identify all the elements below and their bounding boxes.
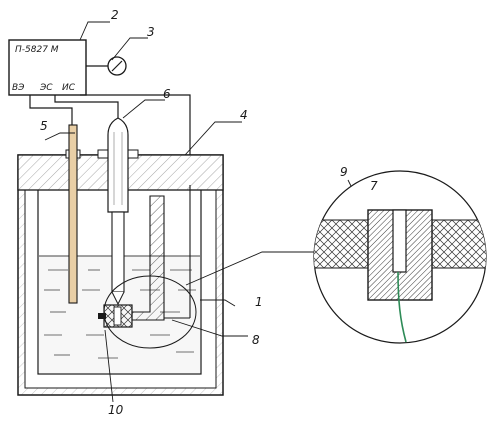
optical-fiber bbox=[397, 271, 407, 343]
label-1: 1 bbox=[255, 295, 263, 309]
label-7: 7 bbox=[370, 179, 378, 193]
detail-callout bbox=[103, 275, 197, 349]
terminal-ve-label: ВЭ bbox=[12, 83, 25, 93]
device-box bbox=[8, 39, 87, 96]
label-8: 8 bbox=[252, 333, 260, 347]
measuring-device: П-5827 М ВЭ ЭС ИС bbox=[8, 39, 87, 96]
label-2: 2 bbox=[111, 8, 119, 22]
label-9: 9 bbox=[340, 165, 348, 179]
label-10: 10 bbox=[108, 403, 124, 417]
gauge-icon bbox=[86, 56, 127, 76]
device-model-label: П-5827 М bbox=[15, 45, 59, 55]
terminal-es-label: ЭС bbox=[39, 83, 53, 93]
label-6: 6 bbox=[163, 87, 171, 101]
magnified-detail bbox=[313, 170, 487, 344]
label-4: 4 bbox=[240, 108, 248, 122]
terminal-is-label: ИС bbox=[62, 83, 76, 93]
reference-electrode bbox=[65, 124, 81, 304]
working-electrode bbox=[97, 117, 139, 306]
label-3: 3 bbox=[147, 25, 155, 39]
label-5: 5 bbox=[40, 119, 48, 133]
sample-holder bbox=[98, 304, 133, 328]
